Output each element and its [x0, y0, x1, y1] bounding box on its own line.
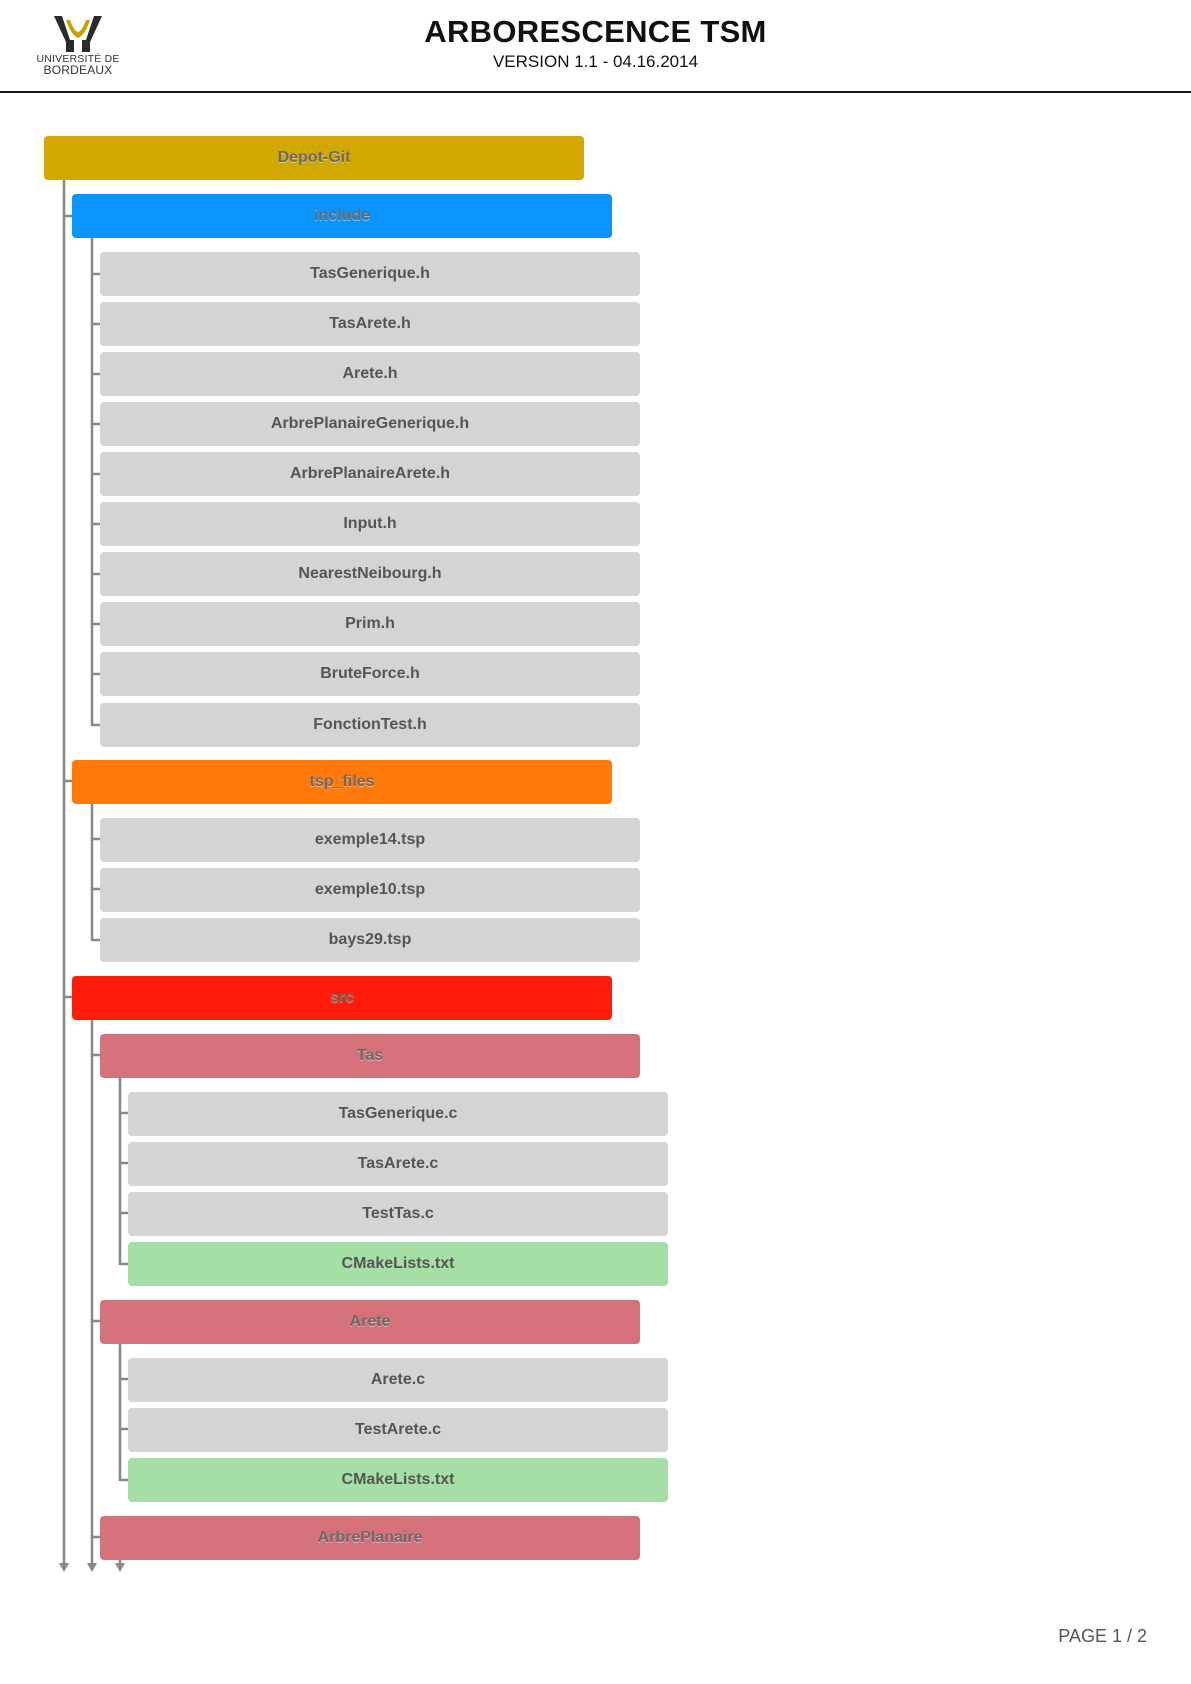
tree-connectors	[59, 178, 128, 1572]
page-number: PAGE 1 / 2	[1058, 1626, 1147, 1646]
file-node: NearestNeibourg.h	[100, 552, 640, 596]
file-node: exemple10.tsp	[100, 868, 640, 912]
file-node: TestTas.c	[128, 1192, 668, 1236]
folder-node-arete: Arete	[100, 1300, 640, 1344]
folder-node-include: include	[72, 194, 612, 238]
folder-node-tsp-files: tsp_files	[72, 760, 612, 804]
file-node: TestArete.c	[128, 1408, 668, 1452]
folder-node-tas: Tas	[100, 1034, 640, 1078]
file-node: TasArete.h	[100, 302, 640, 346]
file-node: exemple14.tsp	[100, 818, 640, 862]
file-node: Input.h	[100, 502, 640, 546]
file-node: ArbrePlanaireArete.h	[100, 452, 640, 496]
file-node: TasGenerique.c	[128, 1092, 668, 1136]
file-node: BruteForce.h	[100, 652, 640, 696]
university-logo: UNIVERSITÉ DE BORDEAUX	[36, 14, 120, 78]
logo-emblem-icon	[54, 16, 102, 52]
file-node: FonctionTest.h	[100, 703, 640, 747]
file-node: Prim.h	[100, 602, 640, 646]
folder-node-depot-git: Depot-Git	[44, 136, 584, 180]
cmake-file-node: CMakeLists.txt	[128, 1458, 668, 1502]
file-node: ArbrePlanaireGenerique.h	[100, 402, 640, 446]
logo-text-line2: BORDEAUX	[43, 63, 113, 77]
file-node: TasArete.c	[128, 1142, 668, 1186]
cmake-file-node: CMakeLists.txt	[128, 1242, 668, 1286]
version-subtitle: VERSION 1.1 - 04.16.2014	[492, 52, 699, 71]
file-node: TasGenerique.h	[100, 252, 640, 296]
file-node: Arete.h	[100, 352, 640, 396]
logo-text-line1: UNIVERSITÉ DE	[36, 53, 120, 65]
header-divider	[0, 91, 1191, 93]
folder-node-arbre-planaire: ArbrePlanaire	[100, 1516, 640, 1560]
page-title: ARBORESCENCE TSM	[424, 14, 767, 49]
file-node: bays29.tsp	[100, 918, 640, 962]
folder-node-src: src	[72, 976, 612, 1020]
file-node: Arete.c	[128, 1358, 668, 1402]
